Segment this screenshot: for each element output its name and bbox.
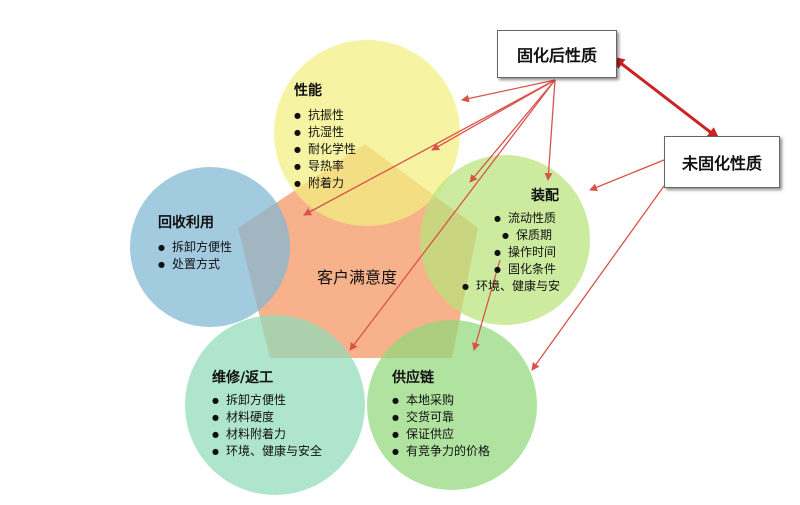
arrow-cured-to-core [469, 79, 556, 183]
list-item: 固化条件 [494, 261, 556, 278]
arrow-cured-to-recycle [303, 79, 556, 216]
list-item: 处置方式 [158, 256, 232, 273]
box-cured-properties: 固化后性质 [497, 30, 617, 78]
petal-repair-title: 维修/返工 [212, 370, 274, 386]
list-item: 环境、健康与安全 [212, 443, 322, 460]
box-uncured-properties: 未固化性质 [664, 136, 780, 188]
arrow-uncured-to-supply [531, 185, 665, 371]
list-item: 保质期 [494, 227, 556, 244]
list-item: 附着力 [294, 175, 356, 192]
arrow-cured-to-performance [461, 79, 556, 103]
list-item: 抗振性 [294, 107, 356, 124]
list-item: 保证供应 [392, 426, 490, 443]
link-cured-uncured [612, 56, 720, 140]
list-item: 材料硬度 [212, 409, 322, 426]
list-item: 本地采购 [392, 392, 490, 409]
petal-performance-title: 性能 [294, 83, 322, 99]
petal-performance-list: 抗振性 抗湿性 耐化学性 导热率 附着力 [294, 107, 356, 192]
petal-assembly-title: 装配 [531, 188, 559, 204]
arrow-uncured-to-assembly [589, 159, 665, 192]
list-item: 操作时间 [494, 244, 556, 261]
list-item: 抗湿性 [294, 124, 356, 141]
list-item: 有竞争力的价格 [392, 443, 490, 460]
arrow-cured-to-assembly [544, 79, 556, 181]
list-item: 流动性质 [494, 210, 556, 227]
list-item: 耐化学性 [294, 141, 356, 158]
list-item: 材料附着力 [212, 426, 322, 443]
box-uncured-label: 未固化性质 [681, 154, 762, 173]
list-item: 拆卸方便性 [158, 239, 232, 256]
arrow-cured-to-repair [349, 79, 556, 351]
box-cured-label: 固化后性质 [516, 46, 597, 65]
petal-supply-title: 供应链 [392, 370, 434, 386]
list-item: 交货可靠 [392, 409, 490, 426]
petal-repair-list: 拆卸方便性 材料硬度 材料附着力 环境、健康与安全 [212, 392, 322, 460]
petal-recycle-title: 回收利用 [158, 215, 214, 231]
list-item: 拆卸方便性 [212, 392, 322, 409]
list-item: 导热率 [294, 158, 356, 175]
petal-recycle-list: 拆卸方便性 处置方式 [158, 239, 232, 273]
petal-assembly-list-last: 环境、健康与安 [462, 278, 560, 295]
petal-assembly-list: 流动性质 保质期 操作时间 固化条件 [494, 210, 556, 278]
list-item: 环境、健康与安 [462, 278, 560, 295]
center-label: 客户满意度 [317, 268, 398, 287]
petal-supply-list: 本地采购 交货可靠 保证供应 有竞争力的价格 [392, 392, 490, 460]
